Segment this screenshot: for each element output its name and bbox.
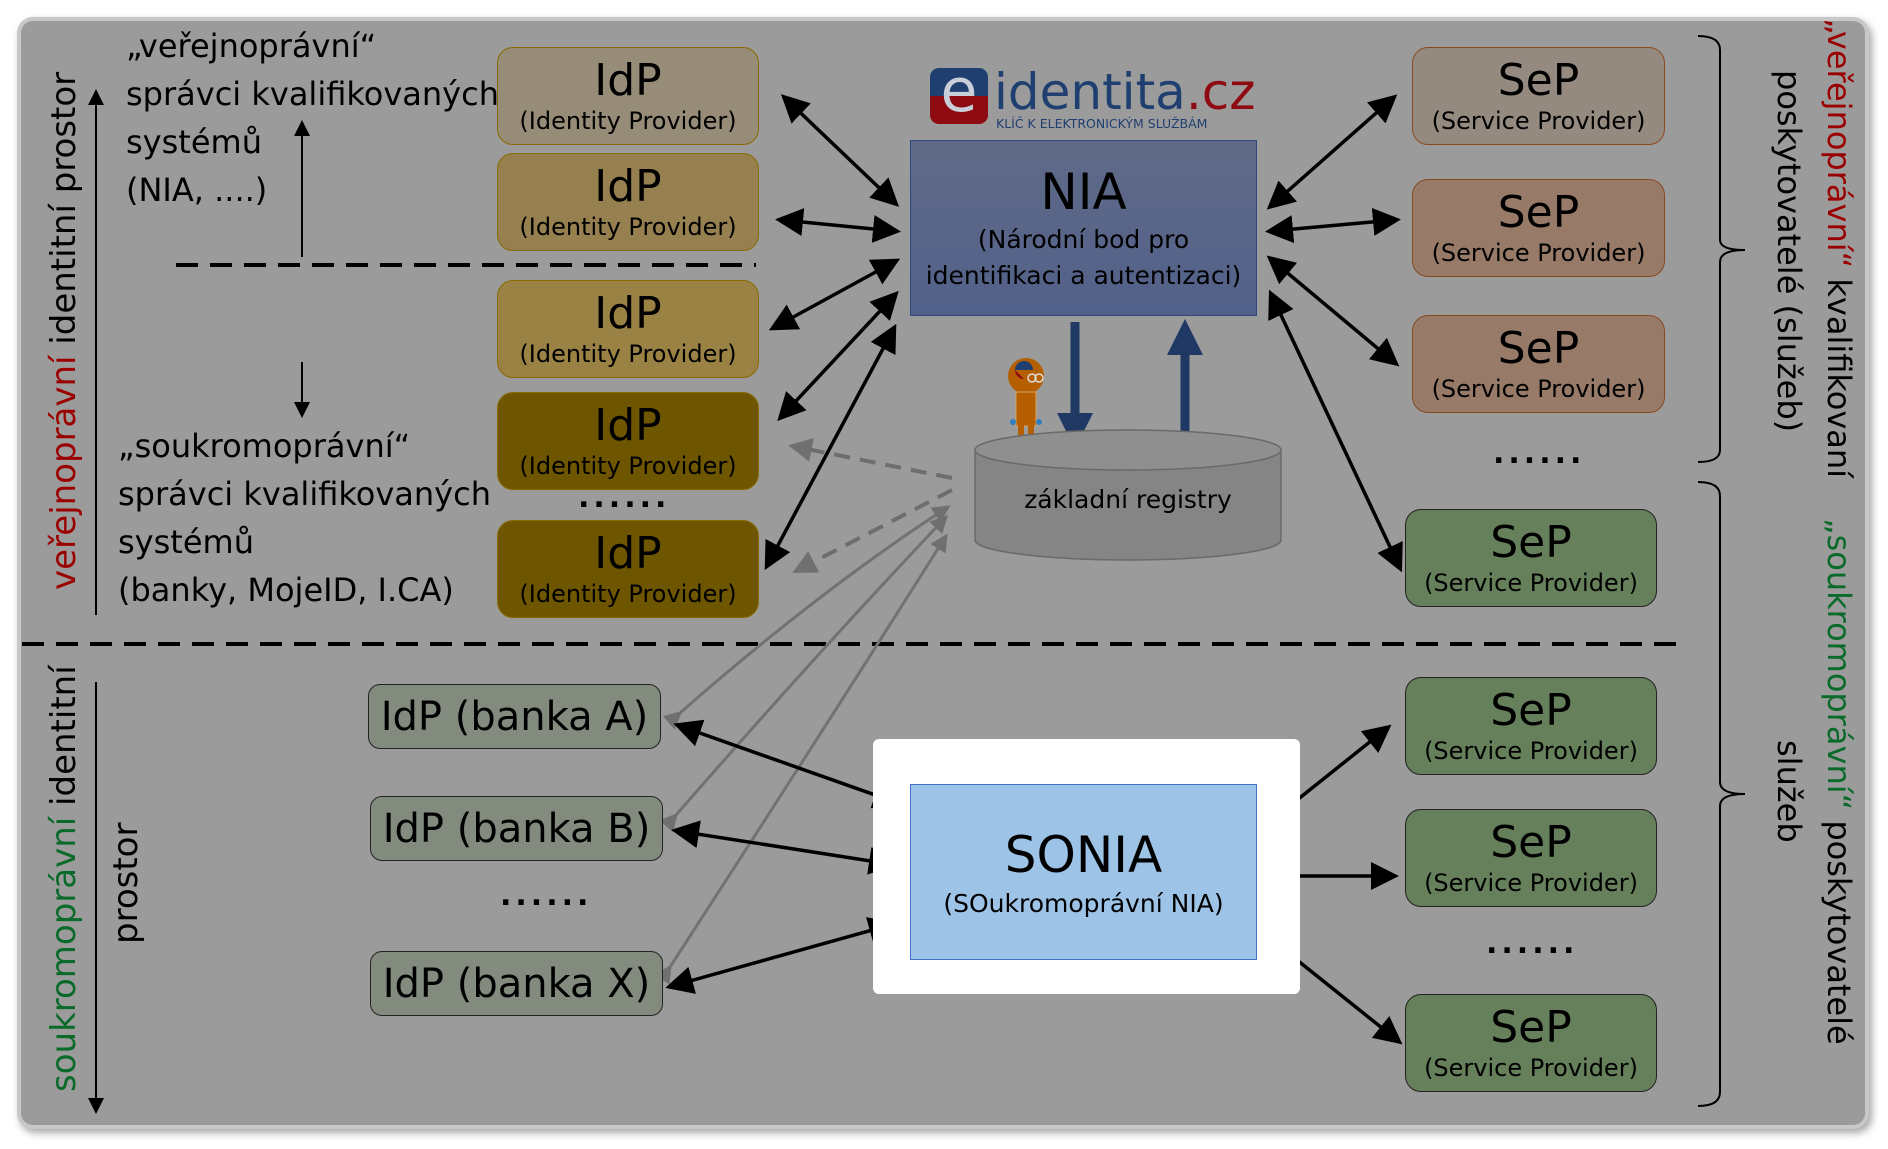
brace-public-providers — [1697, 35, 1746, 463]
idp-box-2[interactable]: IdP(Identity Provider) — [497, 153, 759, 251]
sep-box-6[interactable]: SeP(Service Provider) — [1405, 677, 1657, 775]
sonia-box[interactable]: SONIA (SOukromoprávní NIA) — [910, 784, 1257, 960]
public-operators-label: „veřejnoprávní“ správci kvalifikovaných … — [126, 27, 499, 209]
sep-private-ellipsis: ...... — [1486, 926, 1579, 961]
registry-database[interactable]: základní registry — [973, 428, 1283, 564]
brace-private-providers — [1697, 481, 1746, 1107]
sep-box-3[interactable]: SeP(Service Provider) — [1412, 315, 1665, 413]
sep-public-ellipsis: ...... — [1493, 436, 1586, 471]
bank-ellipsis: ...... — [500, 878, 593, 913]
idp-box-5[interactable]: IdP(Identity Provider) — [497, 520, 759, 618]
sep-box-7[interactable]: SeP(Service Provider) — [1405, 809, 1657, 907]
arrow-nia-sep2 — [1265, 207, 1401, 244]
bank-a-box[interactable]: IdP (banka A) — [368, 684, 661, 749]
label-private-providers: „soukromoprávní“ poskytovatelé — [1820, 518, 1858, 1045]
label-private-providers-line2: služeb — [1770, 740, 1808, 843]
arrow-idp2-nia — [775, 208, 901, 243]
arrow-nia-sep4 — [1268, 289, 1403, 573]
arrow-nia-sep3 — [1266, 255, 1400, 367]
arrow-bank-a-sonia — [673, 719, 902, 809]
idp-box-1[interactable]: IdP(Identity Provider) — [497, 47, 759, 145]
label-private-identity-space: soukromoprávní identitní — [44, 665, 84, 1092]
label-public-providers: „veřejnoprávní“ kvalifikovaní — [1820, 18, 1858, 479]
sep-box-4[interactable]: SeP(Service Provider) — [1405, 509, 1657, 607]
label-public-identity-space: veřejnoprávní identitní prostor — [44, 71, 84, 590]
arrow-bank-b-sonia — [671, 820, 897, 875]
sep-box-8[interactable]: SeP(Service Provider) — [1405, 994, 1657, 1092]
private-operators-label: „soukromoprávní“ správci kvalifikovaných… — [118, 427, 491, 609]
nia-box[interactable]: NIA (Národní bod pro identifikaci a aute… — [910, 140, 1257, 316]
sep-box-1[interactable]: SeP(Service Provider) — [1412, 47, 1665, 145]
eidentita-logo: e identita.cz KLÍČ K ELEKTRONICKÝM SLUŽB… — [930, 63, 1255, 134]
idp-box-3[interactable]: IdP(Identity Provider) — [497, 280, 759, 378]
bank-b-box[interactable]: IdP (banka B) — [370, 796, 663, 861]
idp-box-4[interactable]: IdP(Identity Provider) — [497, 392, 759, 490]
arrow-nia-sep1 — [1266, 94, 1398, 210]
bank-x-box[interactable]: IdP (banka X) — [370, 951, 663, 1016]
logo-e-icon: e — [930, 68, 988, 124]
arrow-bank-x-sonia — [665, 917, 897, 994]
arrow-idp1-nia — [780, 94, 900, 207]
idp-ellipsis: ...... — [578, 480, 671, 515]
sep-box-2[interactable]: SeP(Service Provider) — [1412, 179, 1665, 277]
dashed-registry-idp4 — [788, 438, 953, 480]
label-public-providers-line2: poskytovatelé (služeb) — [1770, 70, 1808, 433]
label-private-identity-space-line2: prostor — [106, 822, 146, 944]
